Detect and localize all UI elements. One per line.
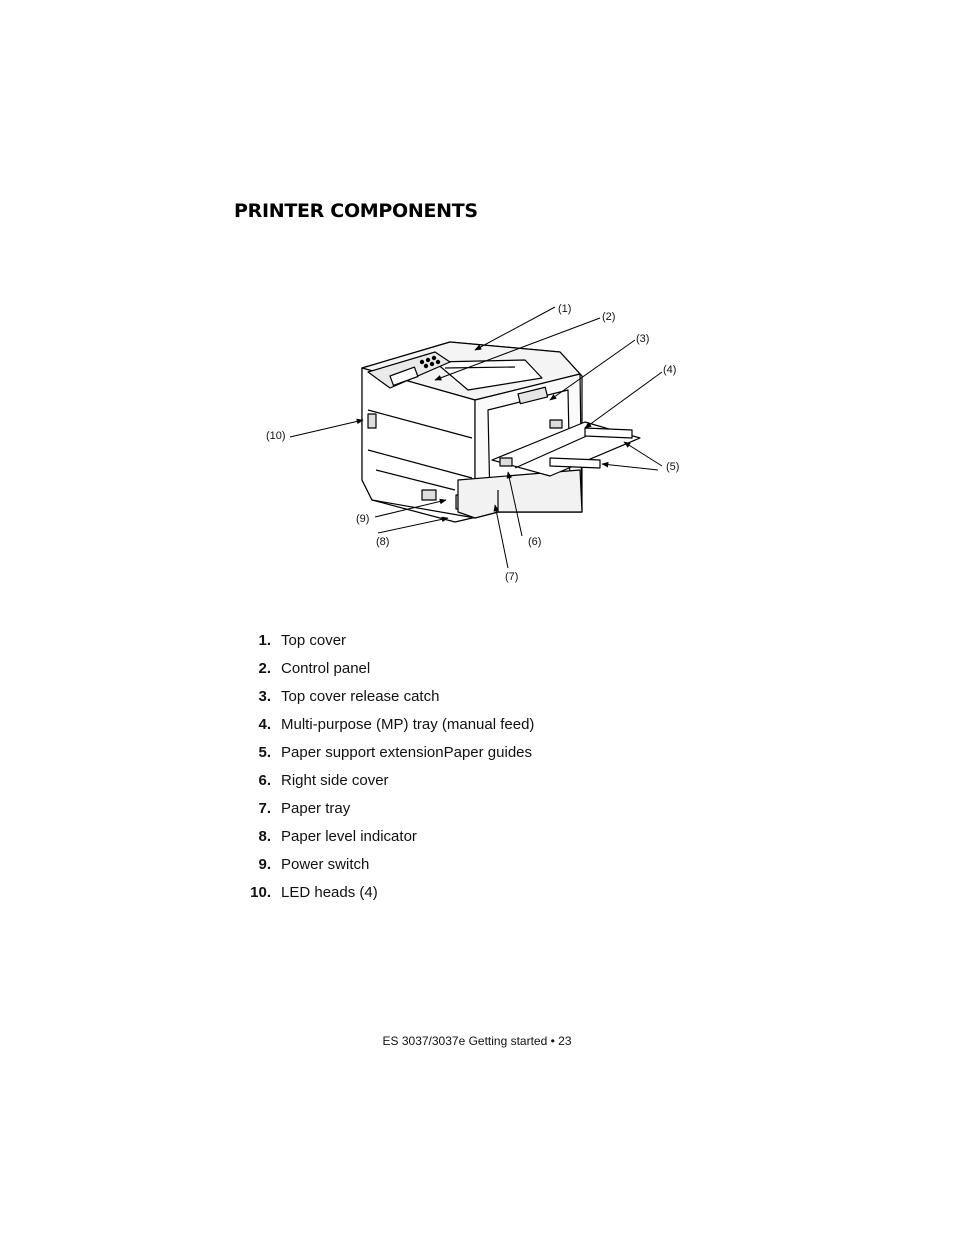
item-label: Right side cover (281, 772, 389, 789)
item-label: Top cover (281, 632, 347, 649)
extension-lower (549, 457, 601, 469)
item-label: Multi-purpose (MP) tray (manual feed) (281, 716, 535, 733)
item-number: 7. (258, 800, 271, 817)
list-item: 6. Right side cover (248, 772, 534, 800)
item-label: Control panel (281, 660, 371, 677)
item-label: Paper level indicator (281, 828, 417, 845)
list-item: 8. Paper level indicator (248, 828, 534, 856)
item-label: Top cover release catch (281, 688, 440, 705)
item-number: 1. (258, 632, 271, 649)
item-label: Paper tray (281, 800, 351, 817)
power-switch-shape (367, 413, 377, 429)
callout-9: (9) (356, 513, 369, 525)
item-number: 3. (258, 688, 271, 705)
leader-8 (377, 516, 449, 534)
leader-9 (374, 498, 447, 518)
leader-6 (506, 471, 523, 537)
leader-1 (474, 306, 556, 351)
callout-6: (6) (528, 536, 541, 548)
leader-4 (584, 371, 663, 429)
page-title: PRINTER COMPONENTS (234, 200, 478, 222)
list-item: 9. Power switch (248, 856, 534, 884)
list-item: 7. Paper tray (248, 800, 534, 828)
list-item: 1. Top cover (248, 632, 534, 660)
callout-4: (4) (663, 364, 676, 376)
leader-10 (289, 418, 364, 438)
item-number: 10. (250, 884, 271, 901)
callout-3: (3) (636, 333, 649, 345)
page-footer: ES 3037/3037e Getting started • 23 (382, 1034, 572, 1048)
list-item: 10. LED heads (4) (248, 884, 534, 912)
item-number: 9. (258, 856, 271, 873)
leader-5a (623, 441, 663, 467)
callout-5: (5) (666, 461, 679, 473)
item-label: Paper support extensionPaper guides (281, 744, 533, 761)
leader-3 (549, 339, 636, 401)
item-number: 6. (258, 772, 271, 789)
printer-diagram: (1) (2) (3) (4) (5) (6) (7) (8) (9) (10) (266, 303, 679, 583)
callout-1: (1) (558, 303, 571, 315)
item-number: 2. (258, 660, 271, 677)
callout-7: (7) (505, 571, 518, 583)
release-catch-shape (517, 386, 549, 405)
callout-2: (2) (602, 311, 615, 323)
list-item: 3. Top cover release catch (248, 688, 534, 716)
item-label: Power switch (281, 856, 370, 873)
components-list: 1. Top cover 2. Control panel 3. Top cover … (248, 632, 534, 912)
callout-8: (8) (376, 536, 389, 548)
leader-2 (434, 317, 601, 381)
callout-10: (10) (266, 430, 286, 442)
list-item: 5. Paper support extensionPaper guides (248, 744, 534, 772)
leader-5b (601, 461, 659, 471)
item-number: 4. (258, 716, 271, 733)
printer-illustration: (1) (2) (3) (4) (5) (6) (7) (8) (9) (10) (250, 290, 700, 590)
extension-upper (584, 427, 633, 439)
item-number: 8. (258, 828, 271, 845)
list-item: 4. Multi-purpose (MP) tray (manual feed) (248, 716, 534, 744)
item-number: 5. (258, 744, 271, 761)
leader-7 (493, 504, 509, 569)
item-label: LED heads (4) (281, 884, 378, 901)
list-item: 2. Control panel (248, 660, 534, 688)
